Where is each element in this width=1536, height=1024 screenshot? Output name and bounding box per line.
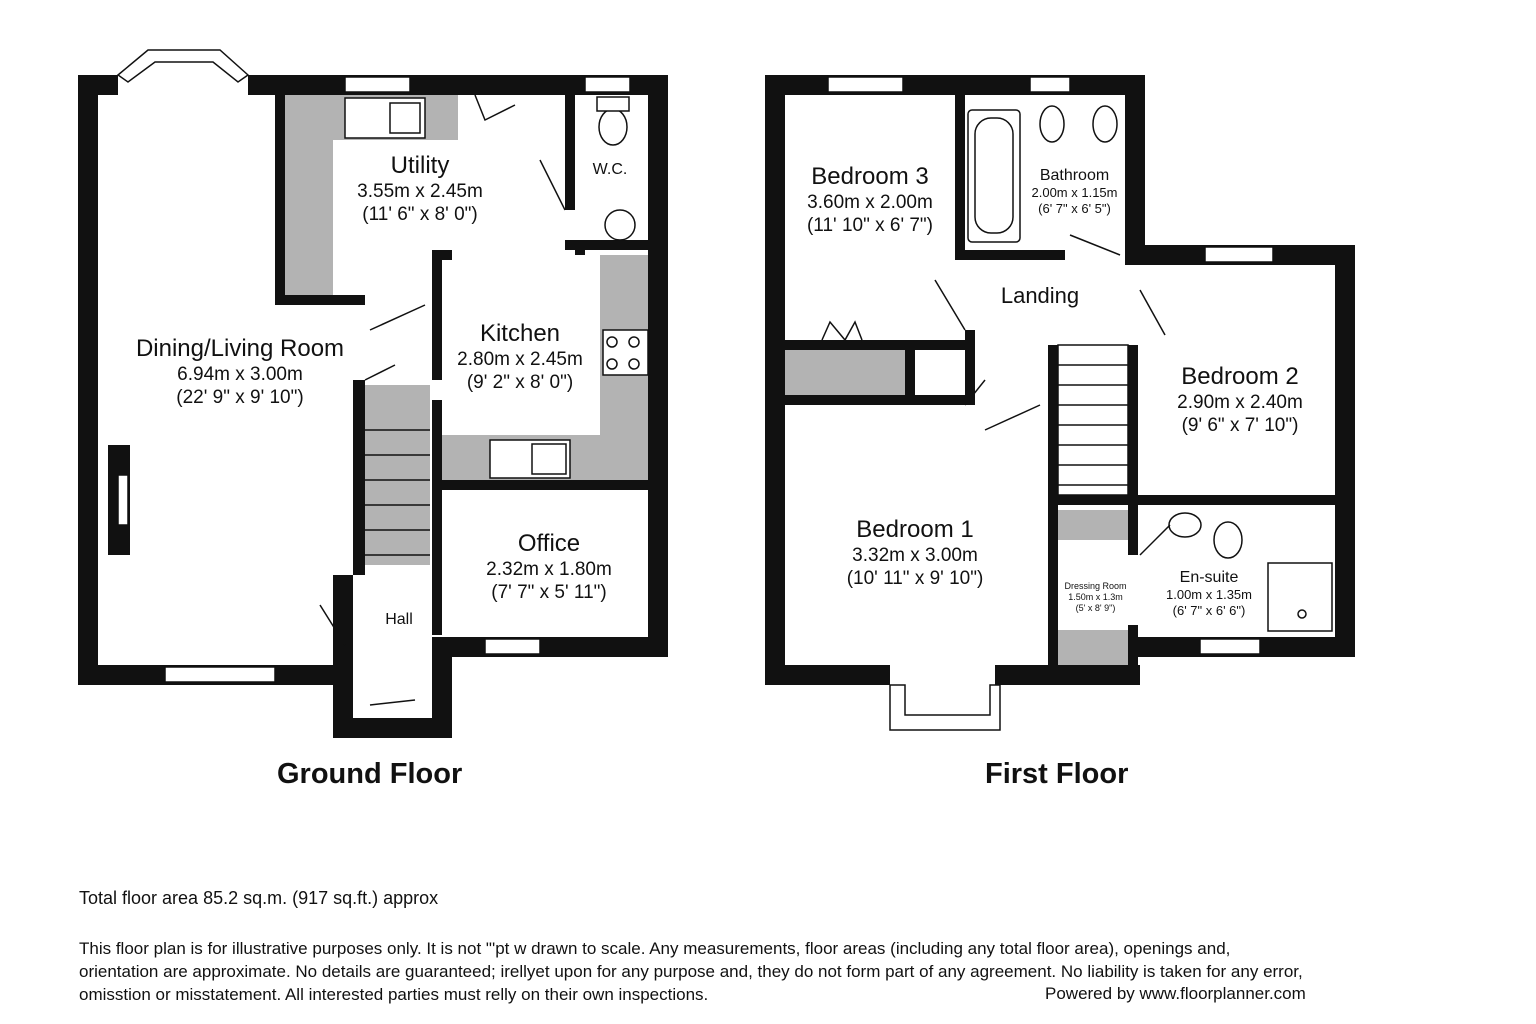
room-name: Bedroom 1 <box>856 516 974 543</box>
room-name: W.C. <box>592 161 628 178</box>
room-utility: Utility 3.55m x 2.45m (11' 6" x 8' 0") <box>330 152 510 226</box>
room-imperial: (22' 9" x 9' 10") <box>176 386 304 408</box>
room-name: En-suite <box>1179 569 1239 586</box>
room-kitchen: Kitchen 2.80m x 2.45m (9' 2" x 8' 0") <box>440 320 600 394</box>
first-floor-plan <box>765 75 1355 731</box>
room-imperial: (11' 10" x 6' 7") <box>806 214 933 236</box>
room-bedroom-1: Bedroom 1 3.32m x 3.00m (10' 11" x 9' 10… <box>800 516 1030 590</box>
total-floor-area: Total floor area 85.2 sq.m. (917 sq.ft.)… <box>79 888 439 908</box>
room-metric: 3.60m x 2.00m <box>807 191 933 213</box>
first-floor-title: First Floor <box>985 758 1129 790</box>
room-name: Bedroom 2 <box>1181 363 1299 390</box>
room-imperial: (11' 6" x 8' 0") <box>362 203 478 225</box>
room-metric: 3.55m x 2.45m <box>357 180 483 202</box>
room-dining-living: Dining/Living Room 6.94m x 3.00m (22' 9"… <box>100 335 380 409</box>
ground-floor-plan <box>78 49 668 738</box>
room-imperial: (5' x 8' 9") <box>1075 602 1116 613</box>
disclaimer: This floor plan is for illustrative purp… <box>79 937 1479 1006</box>
room-imperial: (10' 11" x 9' 10") <box>846 567 984 589</box>
room-metric: 2.32m x 1.80m <box>486 558 612 580</box>
room-name: Utility <box>390 152 450 179</box>
room-name: Bedroom 3 <box>811 163 929 190</box>
room-name: Kitchen <box>479 320 561 347</box>
disclaimer-line: This floor plan is for illustrative purp… <box>79 939 1231 958</box>
disclaimer-line: omisstion or misstatement. All intereste… <box>79 985 709 1004</box>
room-hall: Hall <box>360 610 438 629</box>
ground-floor-title: Ground Floor <box>277 758 463 790</box>
room-metric: 1.50m x 1.3m <box>1068 591 1123 602</box>
room-landing: Landing <box>980 283 1100 309</box>
room-name: Landing <box>1000 283 1080 308</box>
room-imperial: (7' 7" x 5' 11") <box>491 581 607 603</box>
room-imperial: (6' 7" x 6' 6") <box>1172 602 1246 618</box>
room-metric: 2.80m x 2.45m <box>457 348 583 370</box>
room-imperial: (9' 2" x 8' 0") <box>466 371 574 393</box>
room-en-suite: En-suite 1.00m x 1.35m (6' 7" x 6' 6") <box>1150 568 1268 618</box>
room-metric: 2.90m x 2.40m <box>1177 391 1303 413</box>
powered-by: Powered by www.floorplanner.com <box>1045 984 1306 1003</box>
room-name: Dressing Room <box>1064 581 1127 591</box>
room-name: Office <box>517 530 581 557</box>
room-name: Hall <box>385 611 413 628</box>
room-name: Dining/Living Room <box>135 335 345 362</box>
room-bathroom: Bathroom 2.00m x 1.15m (6' 7" x 6' 5") <box>1022 166 1127 216</box>
room-metric: 3.32m x 3.00m <box>852 544 978 566</box>
room-name: Bathroom <box>1039 167 1110 184</box>
room-metric: 2.00m x 1.15m <box>1031 185 1118 201</box>
room-bedroom-2: Bedroom 2 2.90m x 2.40m (9' 6" x 7' 10") <box>1145 363 1335 437</box>
room-metric: 6.94m x 3.00m <box>177 363 303 385</box>
room-imperial: (6' 7" x 6' 5") <box>1038 200 1111 216</box>
room-imperial: (9' 6" x 7' 10") <box>1181 414 1299 436</box>
room-bedroom-3: Bedroom 3 3.60m x 2.00m (11' 10" x 6' 7"… <box>785 163 955 237</box>
room-wc: W.C. <box>580 160 640 179</box>
room-metric: 1.00m x 1.35m <box>1166 587 1252 603</box>
room-office: Office 2.32m x 1.80m (7' 7" x 5' 11") <box>450 530 648 604</box>
room-dressing: Dressing Room 1.50m x 1.3m (5' x 8' 9") <box>1058 581 1133 613</box>
disclaimer-line: orientation are approximate. No details … <box>79 962 1303 981</box>
